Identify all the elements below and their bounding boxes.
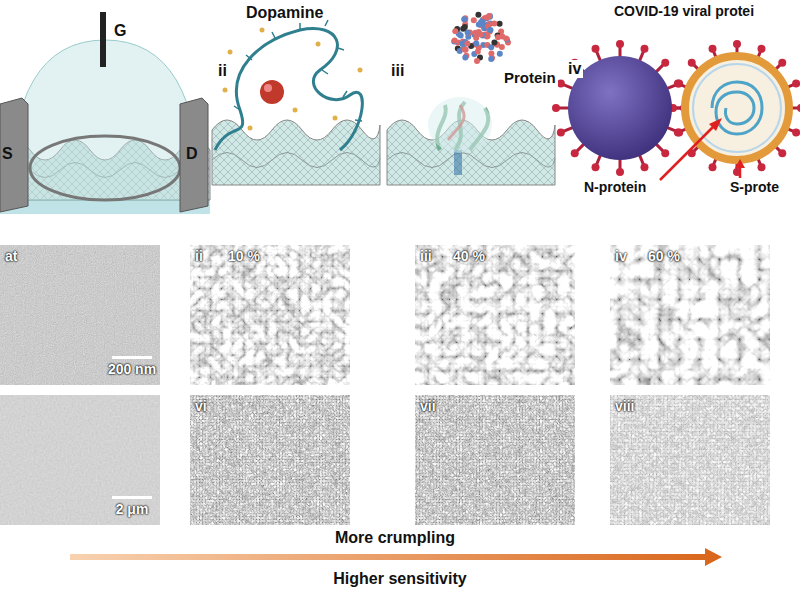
panel-label: vii <box>420 399 436 414</box>
sem-panel: viii <box>610 395 770 525</box>
panel-label: vi <box>195 399 207 414</box>
panel-text: 2 μm <box>116 502 149 517</box>
panel-label: viii <box>615 399 634 414</box>
panel-text: 10 % <box>228 249 260 264</box>
figure-label: N-protein <box>582 180 648 195</box>
panel-label: ii <box>195 249 203 264</box>
panel-text: 60 % <box>648 249 680 264</box>
sem-panel: iv 60 % <box>610 245 770 385</box>
panel-label: iv <box>615 249 627 264</box>
figure-label: iv <box>566 60 583 78</box>
sem-panel: iii 40 % <box>415 245 575 385</box>
figure-label: ii <box>216 62 229 80</box>
figure-label: D <box>186 145 198 163</box>
figure-label: Dopamine <box>244 4 325 22</box>
sem-panel: vii <box>415 395 575 525</box>
panel-text: 200 nm <box>108 362 156 377</box>
figure-label: Protein <box>502 70 558 87</box>
sem-panel: 2 μm <box>0 395 160 525</box>
panel-label: iii <box>420 249 432 264</box>
figure-label: iii <box>389 62 406 80</box>
sem-panel: at 200 nm <box>0 245 160 385</box>
panel-text: 40 % <box>453 249 485 264</box>
figure-label: G <box>112 22 128 40</box>
figure-label: Higher sensitivity <box>333 570 466 588</box>
panel-label: at <box>5 249 17 264</box>
figure-label: S-prote <box>728 180 781 195</box>
sem-panel: ii 10 % <box>190 245 350 385</box>
figure-label: More crumpling <box>335 529 455 547</box>
figure-label: S <box>2 145 13 163</box>
figure-label: COVID-19 viral protei <box>612 4 756 19</box>
sem-panel: vi <box>190 395 350 525</box>
